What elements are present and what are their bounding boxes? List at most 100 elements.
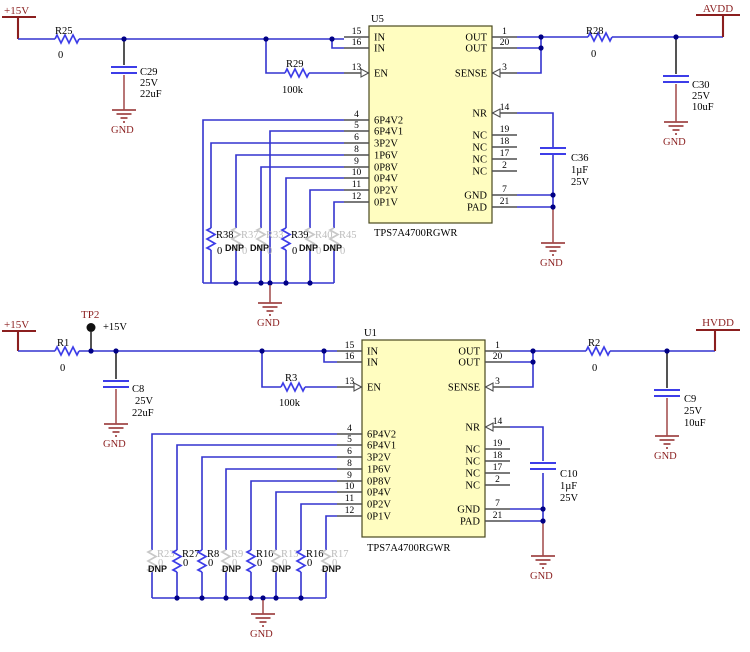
pin-number: 13	[345, 377, 355, 387]
set-pin-wire	[151, 433, 337, 598]
ref: C30	[692, 80, 710, 91]
junction-dot	[199, 595, 205, 601]
pin-name: GND	[457, 505, 480, 516]
testpoint-net: +15V	[103, 322, 127, 333]
chip-ref: U1	[364, 328, 377, 339]
testpoint-ref: TP2	[81, 309, 99, 321]
pin-name: OUT	[465, 33, 487, 44]
ref: C10	[560, 469, 578, 480]
resistor	[205, 227, 217, 251]
value: 22uF	[140, 89, 162, 100]
ref: R38	[216, 230, 234, 241]
pin-number: 15	[345, 341, 355, 351]
pin-name: NC	[472, 167, 487, 178]
value: 1µF	[571, 165, 588, 176]
pin-number: 5	[347, 435, 352, 445]
gnd-label: GND	[103, 439, 126, 450]
value: 0	[267, 246, 272, 257]
ref: R27	[182, 549, 200, 560]
value: 0	[316, 246, 321, 257]
pin-name: OUT	[458, 358, 480, 369]
dnp-label: DNP	[272, 564, 291, 574]
pins-bottom: 15IN16IN13EN46P4V256P4V163P2V81P6V90P8V1…	[337, 341, 510, 528]
pin-name: NC	[472, 131, 487, 142]
dnp-label: DNP	[222, 564, 241, 574]
value: 0	[208, 558, 213, 569]
pin-input-indicator	[491, 108, 501, 118]
chip-part-number: TPS7A4700RGWR	[374, 228, 457, 239]
ref: R40	[315, 230, 333, 241]
pin-input-indicator	[484, 382, 494, 392]
ref: R25	[55, 26, 73, 37]
value: 0	[242, 246, 247, 257]
set-pin-wire	[260, 166, 344, 283]
pin-number: 10	[352, 168, 362, 178]
voltage: 25V	[684, 406, 703, 417]
set-pin-wire	[250, 480, 337, 598]
value: 0	[592, 363, 597, 374]
capacitor-c30: GND C30 25V 10uF	[663, 39, 714, 148]
chip-body	[361, 339, 486, 538]
value: 0	[282, 558, 287, 569]
junction-dot	[283, 280, 289, 286]
set-pin-wire	[285, 177, 344, 283]
resistor-dnp	[220, 549, 232, 573]
circuit-bottom: +15V TP2 +15V R1 0 GND C8 25V 22uF	[2, 309, 740, 640]
gnd-symbol	[251, 613, 275, 627]
pin-number: 21	[493, 511, 503, 521]
pin-number: 16	[345, 352, 355, 362]
pin-name: 3P2V	[374, 139, 398, 150]
pin-number: 15	[352, 27, 362, 37]
circuit-top: +15V R25 0 GND C29 25V 22uF R29 100k	[2, 3, 740, 329]
pin-input-indicator	[360, 68, 370, 78]
pin-name: EN	[367, 383, 381, 394]
pin-name: OUT	[465, 44, 487, 55]
capacitor-c36: GND C36 1µF 25V	[540, 147, 590, 269]
ref: R23	[157, 549, 175, 560]
pin-name: 6P4V1	[367, 441, 396, 452]
resistor-body	[280, 381, 306, 393]
set-pin-wire	[235, 154, 344, 283]
pin-number: 12	[352, 192, 362, 202]
setrow-gnd-bottom: GND	[250, 600, 275, 640]
junctions-top	[121, 34, 679, 210]
ref: R13	[281, 549, 299, 560]
gnd-symbol	[258, 302, 282, 316]
pin-name: NR	[465, 423, 480, 434]
pin-number: 18	[493, 451, 503, 461]
pin-name: 1P6V	[367, 465, 391, 476]
pin-number: 11	[352, 180, 361, 190]
pin-number: 4	[354, 110, 359, 120]
value: 0	[60, 363, 65, 374]
resistor-r25: R25 0	[54, 26, 80, 61]
junction-dot	[223, 595, 229, 601]
ref: R1	[57, 338, 69, 349]
set-pin-wire	[333, 201, 344, 283]
testpoint-pad	[86, 323, 96, 332]
value: 0	[232, 558, 237, 569]
pin-number: 19	[493, 439, 503, 449]
ref: R28	[586, 26, 604, 37]
pin-number: 1	[502, 27, 507, 37]
set-pin-wire	[201, 456, 337, 598]
net-label: +15V	[4, 319, 29, 331]
resistor-r28: R28 0	[586, 26, 613, 60]
pin-number: 3	[495, 377, 500, 387]
value: 0	[591, 49, 596, 60]
dnp-label: DNP	[225, 243, 244, 253]
net-label: +15V	[4, 5, 29, 17]
gnd-label: GND	[654, 451, 677, 462]
pin-number: 7	[495, 499, 500, 509]
power-flag-bar	[2, 329, 36, 351]
gnd-symbol	[112, 109, 136, 123]
value: 0	[292, 246, 297, 257]
capacitor-c10: GND C10 1µF 25V	[530, 462, 579, 582]
gnd-label: GND	[663, 137, 686, 148]
set-pin-wire	[210, 142, 344, 283]
value: 10uF	[692, 102, 714, 113]
resistor	[196, 549, 208, 573]
pin-name: NC	[465, 469, 480, 480]
junction-dot	[273, 595, 279, 601]
gnd-label: GND	[111, 125, 134, 136]
